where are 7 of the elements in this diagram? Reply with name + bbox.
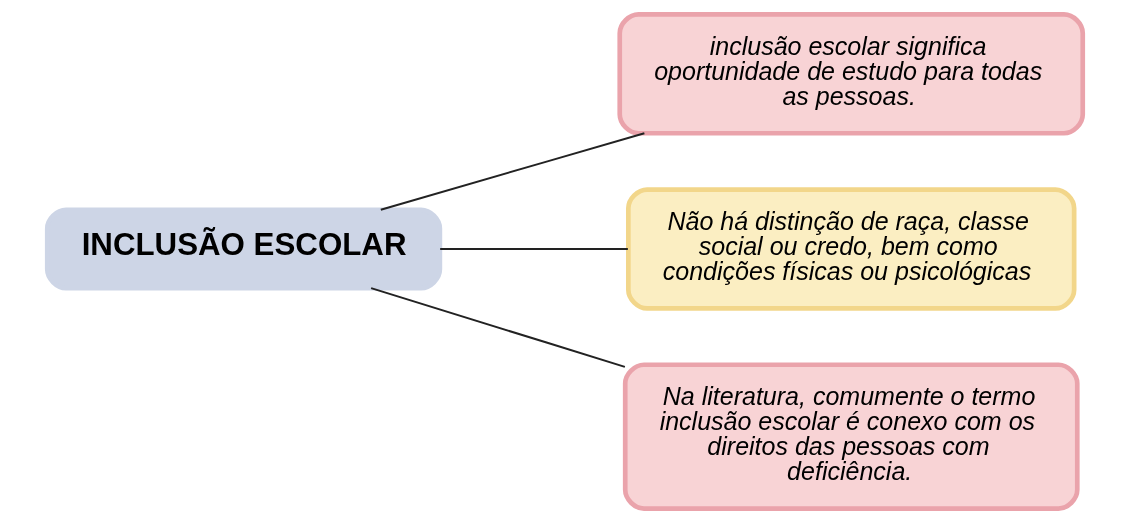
node-box: Na literatura, comumente o termo inclusão escolar é conexo com os direitos das pessoas com deficiência. [622,362,1080,511]
node-box: INCLUSÃO ESCOLAR [44,207,442,291]
node-box: Não há distinção de raça, classe social ou credo, bem como condições físicas ou psicológicas [625,187,1076,311]
connector [370,287,625,368]
node-box: inclusão escolar significa oportunidade de estudo para todas as pessoas. [616,12,1085,136]
connector [439,247,628,250]
connector [380,132,645,211]
